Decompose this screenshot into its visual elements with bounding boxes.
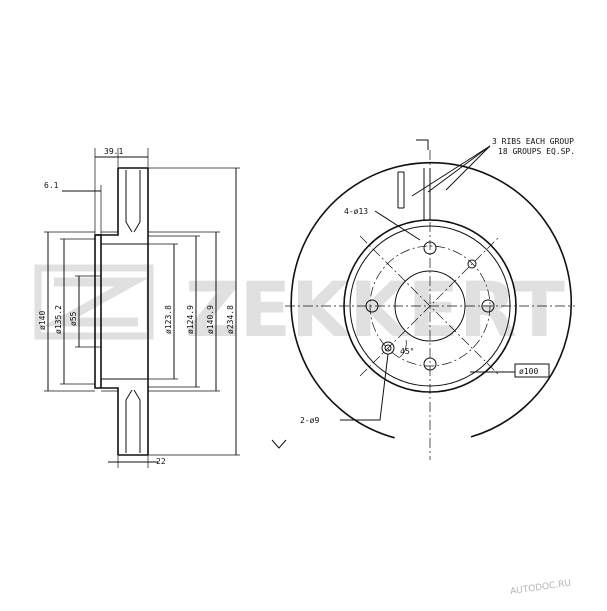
front-view: 3 RIBS EACH GROUP 18 GROUPS EQ.SP. 4-ø13… xyxy=(271,137,575,460)
dim-width-top: 39.1 xyxy=(104,147,123,156)
angle-label: 45° xyxy=(400,347,414,356)
dim-d140: ø140 xyxy=(38,311,47,330)
dim-d55: ø55 xyxy=(69,311,78,326)
dim-thickness: 22 xyxy=(156,457,166,466)
side-view: 39.1 6.1 22 ø140 ø135.2 ø55 ø123.8 ø124.… xyxy=(38,147,240,468)
dim-d124: ø124.9 xyxy=(186,305,195,334)
dim-d140b: ø140.9 xyxy=(206,305,215,334)
dim-d123: ø123.8 xyxy=(164,305,173,334)
dim-d234: ø234.8 xyxy=(226,305,235,334)
dim-offset: 6.1 xyxy=(44,181,59,190)
ribs-note-line1: 3 RIBS EACH GROUP xyxy=(492,137,574,146)
brand-watermark-text: ZEKKERT xyxy=(185,265,565,354)
pcd-label: ø100 xyxy=(519,367,538,376)
autodoc-watermark-credit: AUTODOC.RU xyxy=(510,579,572,597)
ribs-note-line2: 18 GROUPS EQ.SP. xyxy=(498,147,575,156)
zekkert-watermark: ZEKKERT xyxy=(34,264,565,354)
bolt-holes-label: 4-ø13 xyxy=(344,207,368,216)
pin-holes-label: 2-ø9 xyxy=(300,416,319,425)
dim-d135: ø135.2 xyxy=(54,305,63,334)
